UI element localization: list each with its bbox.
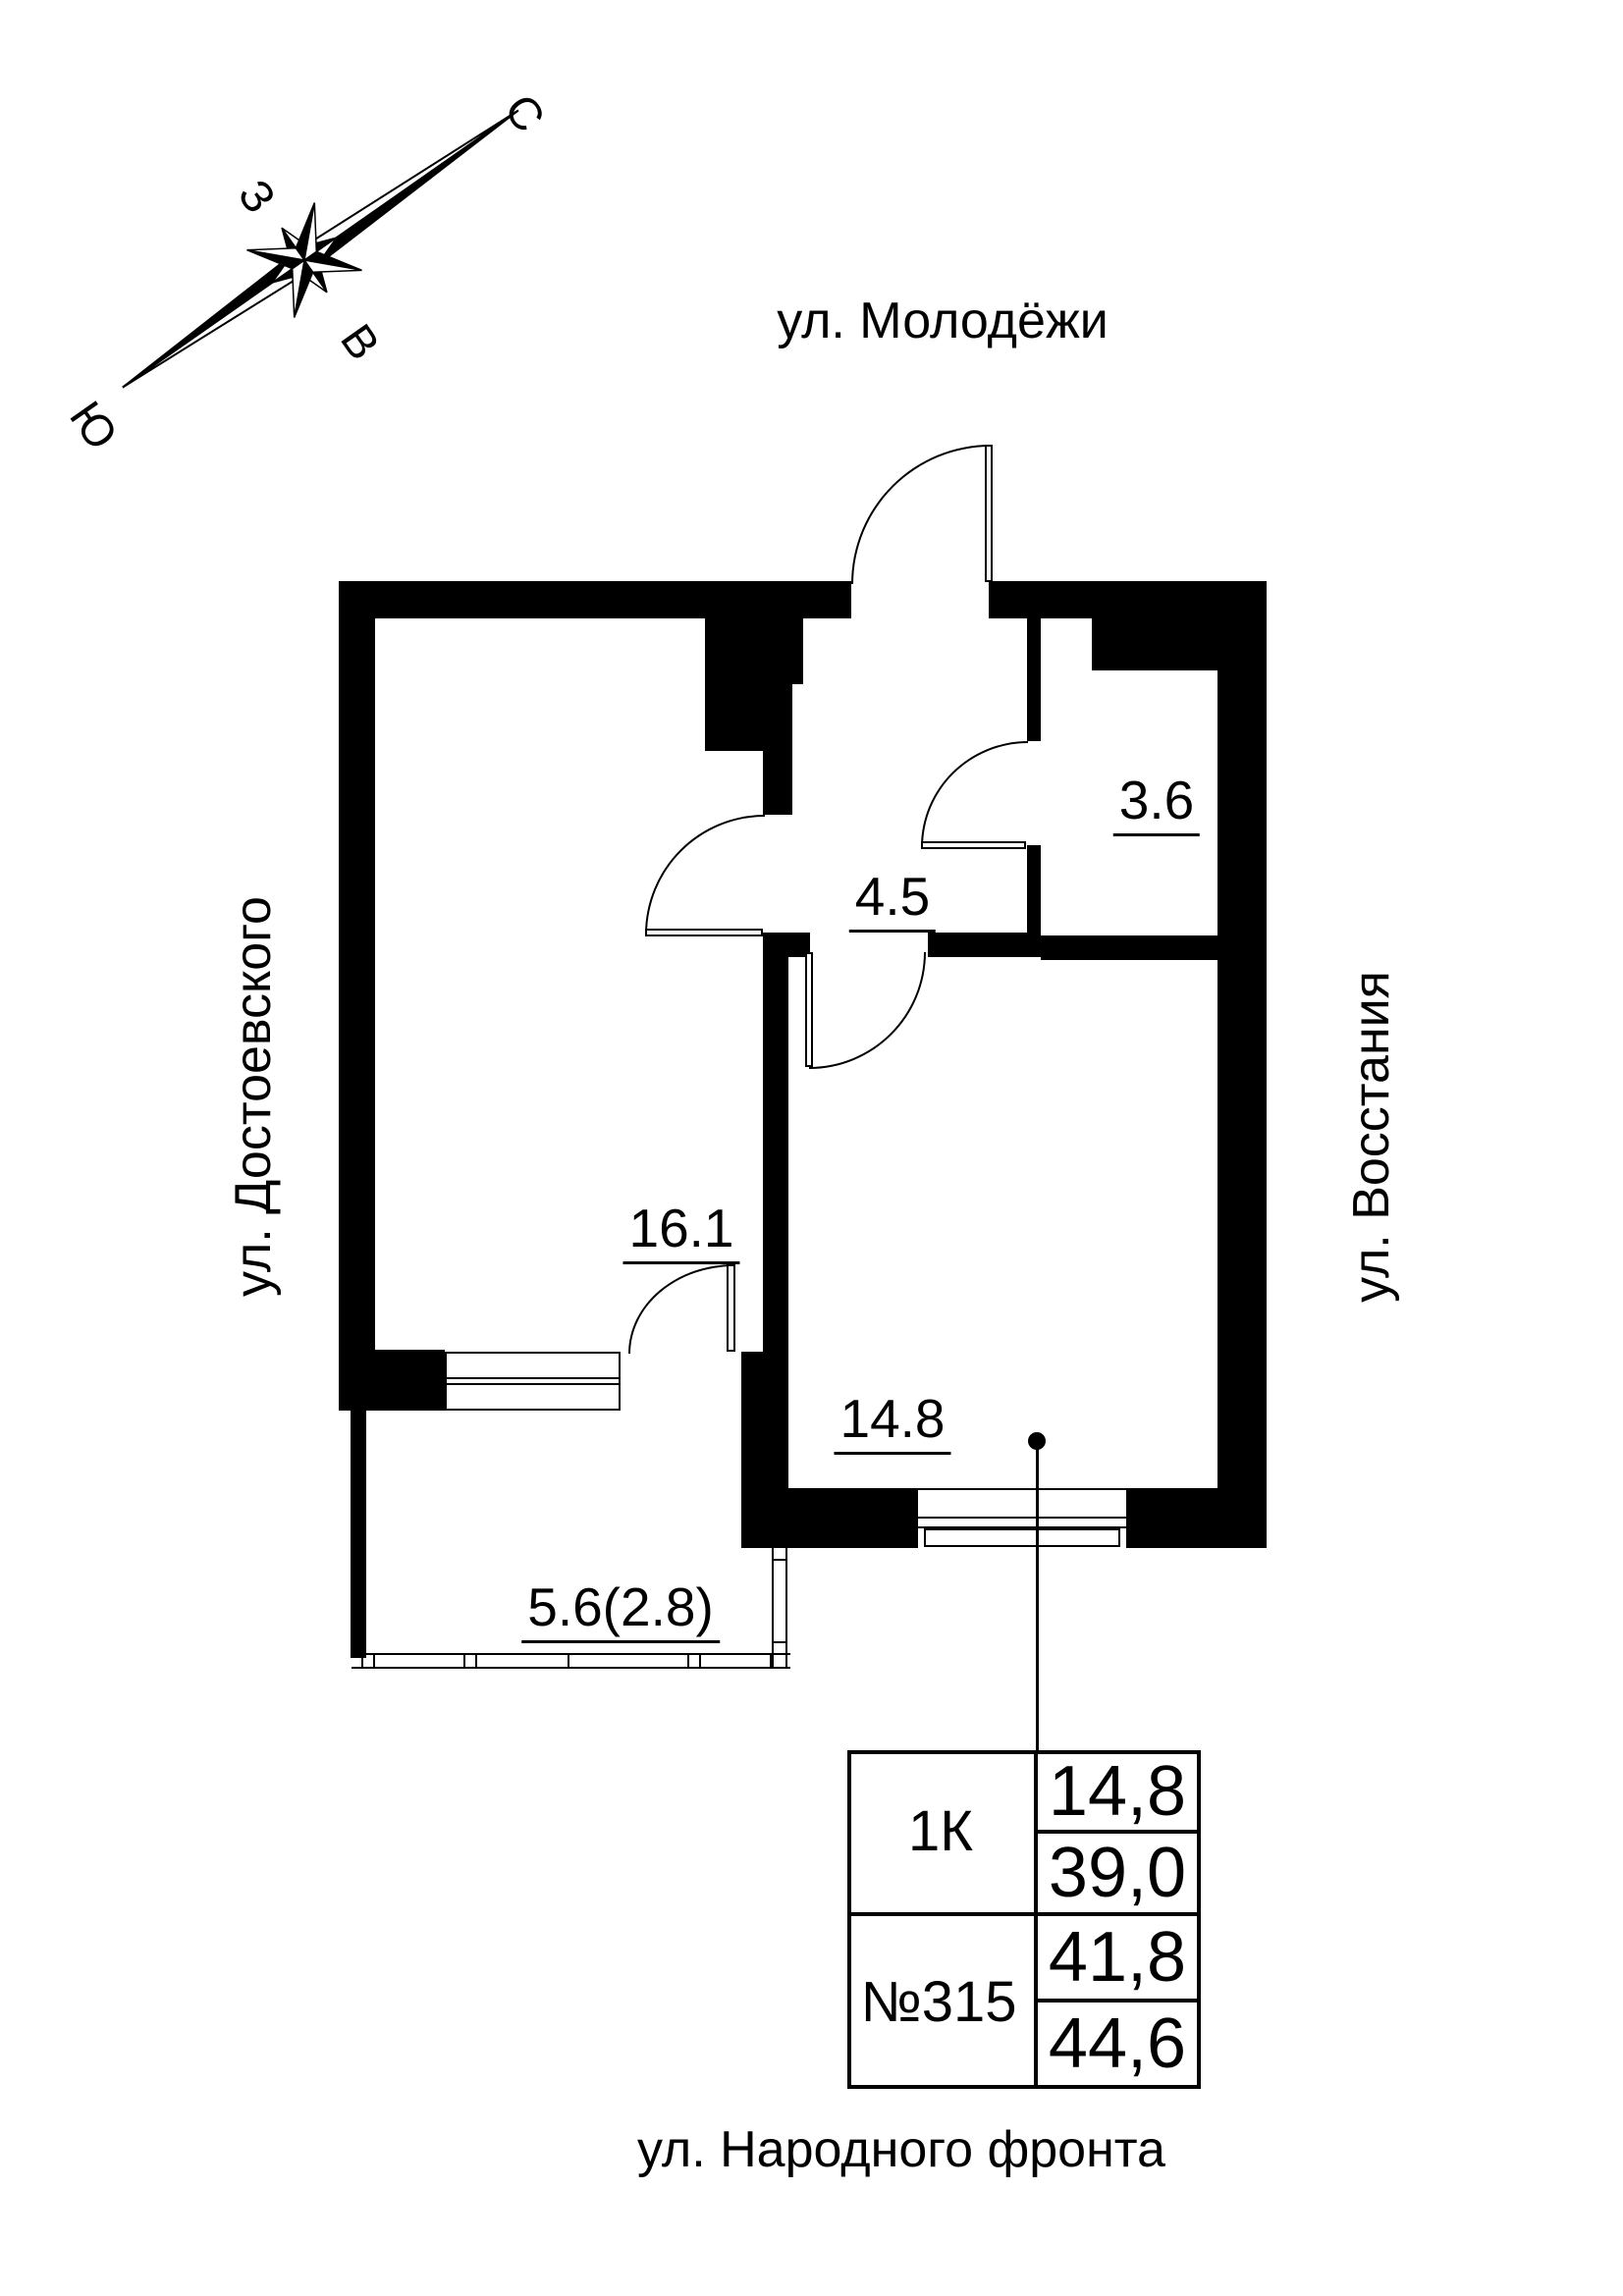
room-area-label-14-8: 14.8: [834, 1392, 951, 1455]
wall-bath-upper: [1027, 618, 1041, 741]
wall-right-outer: [1217, 581, 1267, 1548]
balcony-glazing-tick: [699, 1653, 701, 1669]
balcony-glazing-tick: [463, 1653, 465, 1669]
wall-balcony-band: [339, 1350, 445, 1411]
balcony-glazing-tick: [373, 1653, 375, 1669]
window-room148-line: [918, 1517, 1126, 1519]
balcony-glazing-bottom: [352, 1667, 790, 1669]
table-subrow-divider-bottom: [1038, 1999, 1197, 2002]
duct-block-lower: [705, 684, 792, 751]
compass-rose: С Ю З В: [60, 85, 556, 459]
street-bottom: ул. Народного фронта: [637, 2121, 1165, 2178]
leader-line: [1036, 1441, 1039, 1750]
balcony-glazing-right: [785, 1548, 787, 1669]
window-room16-line: [445, 1377, 621, 1379]
table-cell-type: 1К: [907, 1799, 974, 1863]
balcony-glazing-tick: [361, 1653, 363, 1669]
balcony-door-arc: [628, 1264, 734, 1354]
wall-room16-door-top: [763, 751, 792, 815]
bathroom-door-leaf: [921, 841, 1026, 849]
table-vertical-divider: [1034, 1754, 1038, 2085]
room148-door-arc: [809, 952, 926, 1069]
wall-balcony-left: [351, 1411, 366, 1658]
compass-label-north: С: [495, 85, 556, 141]
wall-top-left: [339, 581, 851, 618]
room16-door-leaf: [645, 929, 763, 936]
table-cell-living-area: 14,8: [1048, 1752, 1187, 1831]
wall-bottom-left: [741, 1488, 918, 1548]
wall-room16-mid: [763, 933, 788, 1352]
balcony-glazing-tick: [568, 1653, 569, 1669]
duct-block-upper: [705, 618, 803, 684]
compass-label-east: В: [331, 315, 390, 369]
wall-chunk-bathroom: [1092, 618, 1217, 670]
compass-star: [246, 202, 362, 318]
table-cell-area-2: 41,8: [1048, 1918, 1187, 1997]
street-right: ул. Восстания: [1343, 971, 1400, 1303]
window-room16: [445, 1352, 621, 1411]
apartment-info-table: [847, 1750, 1201, 2089]
balcony-glazing-tick: [475, 1653, 477, 1669]
street-top: ул. Молодёжи: [777, 293, 1109, 349]
table-cell-area-1: 39,0: [1048, 1834, 1187, 1912]
table-row-divider: [851, 1912, 1197, 1916]
room-area-label-16-1: 16.1: [622, 1201, 740, 1264]
window-room16-line: [445, 1383, 621, 1385]
entrance-door-leaf: [985, 445, 993, 582]
room16-door-arc: [645, 815, 765, 934]
balcony-glazing-right: [772, 1548, 774, 1669]
balcony-glazing-bottom: [352, 1653, 790, 1655]
balcony-glazing-tick: [772, 1641, 787, 1643]
compass-label-west: З: [229, 170, 287, 222]
room-area-label-4-5: 4.5: [848, 870, 937, 933]
compass-needle-south: [122, 248, 306, 389]
compass-label-south: Ю: [60, 392, 128, 458]
room148-door-leaf: [805, 952, 813, 1067]
wall-bath-lower: [1027, 845, 1041, 935]
bathroom-door-arc: [921, 741, 1028, 847]
room-area-label-balcony: 5.6(2.8): [521, 1580, 720, 1643]
window-room148-line: [918, 1526, 1126, 1528]
compass-needle-north: [302, 109, 519, 272]
balcony-door-leaf: [727, 1264, 735, 1352]
wall-left-outer: [339, 581, 375, 1394]
balcony-glazing-tick: [687, 1653, 689, 1669]
balcony-glazing-tick: [772, 1559, 787, 1561]
table-cell-number: №315: [860, 1970, 1017, 2034]
table-cell-total-area: 44,6: [1048, 2004, 1187, 2083]
table-subrow-divider-top: [1038, 1830, 1197, 1834]
room-area-label-3-6: 3.6: [1112, 774, 1201, 836]
wall-hall-right: [928, 933, 1041, 957]
balcony-glazing-tick: [770, 1653, 772, 1669]
street-left: ул. Достоевского: [225, 896, 282, 1297]
entrance-door-arc: [851, 445, 991, 584]
wall-bottom-right: [1126, 1488, 1267, 1548]
wall-hall-stub: [788, 933, 810, 957]
window-room148-sill: [924, 1528, 1120, 1547]
wall-bath-to-room: [1041, 935, 1217, 960]
